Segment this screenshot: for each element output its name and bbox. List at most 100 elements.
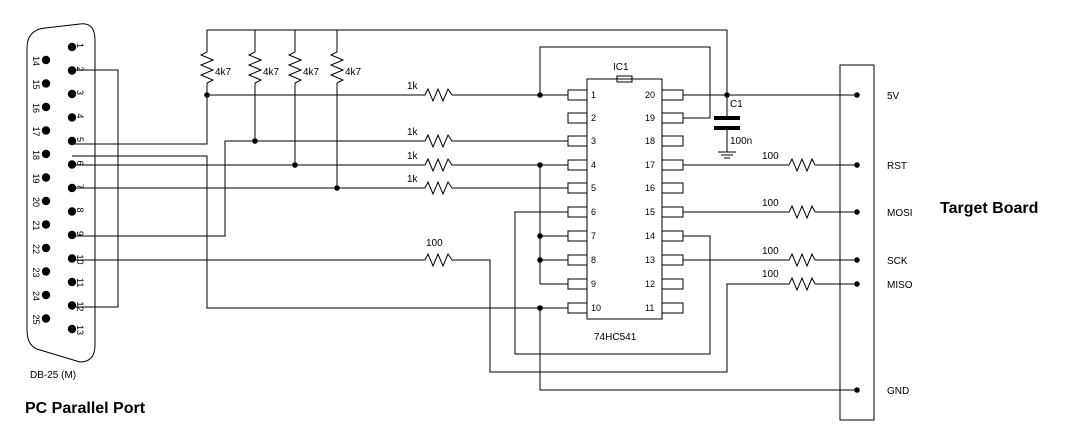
- ic-notch: [616, 75, 633, 83]
- db25-pin-number: 23: [31, 268, 41, 278]
- db25-pin: [67, 89, 77, 99]
- target-signal-label: GND: [887, 386, 909, 397]
- ic-pin-number: 2: [591, 113, 596, 123]
- db25-pin: [41, 267, 51, 276]
- ic-pin: [567, 89, 588, 101]
- ic-pin: [567, 302, 588, 314]
- ic-pin-number: 13: [645, 255, 655, 265]
- ic-pin: [661, 135, 684, 147]
- resistor-label: 100: [762, 269, 779, 280]
- db25-pin-number: 15: [31, 80, 41, 90]
- pullup-resistor: [329, 45, 345, 85]
- db25-pin: [67, 277, 77, 287]
- junction-dot: [854, 257, 860, 263]
- resistor-100: [785, 276, 816, 292]
- target-signal-label: MOSI: [887, 208, 913, 219]
- ic-pin: [567, 254, 588, 266]
- pullup-resistor: [287, 45, 303, 85]
- resistor-100: [785, 252, 816, 268]
- db25-pin: [41, 55, 51, 65]
- resistor-1k: [420, 133, 455, 149]
- junction-dot: [204, 92, 210, 98]
- target-signal-label: RST: [887, 161, 907, 172]
- db25-pin-number: 21: [31, 221, 41, 231]
- db25-pin-number: 17: [31, 127, 41, 137]
- ic-pin: [567, 278, 588, 290]
- junction-dot: [537, 257, 543, 263]
- db25-pin: [67, 301, 77, 310]
- ic-pin: [661, 159, 684, 171]
- resistor-label: 1k: [407, 174, 419, 185]
- db25-pin-number: 4: [75, 114, 85, 119]
- resistor-label: 100: [426, 238, 443, 249]
- db25-pin-number: 22: [31, 244, 41, 254]
- resistor-100: [785, 157, 816, 173]
- resistor-label: 100: [762, 151, 779, 162]
- target-board-title: Target Board: [940, 200, 1038, 217]
- pullup-value: 4k7: [345, 67, 362, 78]
- db25-pin-number: 8: [75, 208, 85, 213]
- junction-dot: [537, 305, 543, 311]
- ic-pin: [567, 159, 588, 171]
- resistor-label: 1k: [407, 127, 419, 138]
- pullup-value: 4k7: [263, 67, 280, 78]
- db25-pin-number: 9: [75, 231, 85, 236]
- resistor-label: 100: [762, 246, 779, 257]
- resistor-1k: [420, 87, 455, 103]
- junction-dot: [724, 92, 730, 98]
- db25-pin-number: 18: [31, 150, 41, 160]
- db25-pin: [41, 79, 51, 88]
- target-header: [839, 64, 875, 421]
- db25-pin: [41, 220, 51, 229]
- ic-body: [586, 78, 663, 320]
- ic-pin-number: 16: [645, 183, 655, 193]
- ic-pin: [661, 302, 684, 314]
- junction-dot: [854, 162, 860, 168]
- resistor-1k: [420, 157, 455, 173]
- ic-pin-number: 20: [645, 90, 655, 100]
- junction-dot: [537, 92, 543, 98]
- db25-pin: [41, 126, 51, 135]
- junction-dot: [537, 162, 543, 168]
- db25-pin: [41, 149, 51, 159]
- ic-pin-number: 10: [591, 303, 601, 313]
- ic-pin: [567, 206, 588, 218]
- db25-pin-number: 6: [75, 161, 85, 166]
- db25-pin-number: 5: [75, 137, 85, 142]
- db25-pin: [67, 230, 77, 240]
- pullup-resistors: 4k7 4k7 4k7 4k7: [199, 45, 362, 85]
- ic-pin-number: 7: [591, 231, 596, 241]
- db25-pin-number: 1: [75, 43, 85, 48]
- ic-pin: [567, 230, 588, 242]
- db25-pin: [67, 113, 77, 122]
- junction-dot: [854, 281, 860, 287]
- junction-dot: [854, 92, 860, 98]
- ic-pin: [567, 112, 588, 124]
- ic-pin: [661, 206, 684, 218]
- ic-pin-number: 5: [591, 183, 596, 193]
- resistor-1k: [420, 180, 455, 196]
- ic-pin: [661, 89, 684, 101]
- ic-pin-number: 1: [591, 90, 596, 100]
- db25-pin: [41, 196, 51, 206]
- ic-pin: [661, 278, 684, 290]
- db25-pin-number: 20: [31, 197, 41, 207]
- parallel-port-title: PC Parallel Port: [25, 400, 146, 417]
- ic-pin-number: 19: [645, 113, 655, 123]
- target-signal-label: SCK: [887, 256, 908, 267]
- pullup-value: 4k7: [215, 67, 232, 78]
- junction-dot: [854, 209, 860, 215]
- pullup-resistor: [199, 45, 215, 85]
- ic-pin-number: 17: [645, 160, 655, 170]
- ic-pin: [661, 112, 684, 124]
- db25-pin-number: 16: [31, 103, 41, 113]
- resistor-label: 1k: [407, 151, 419, 162]
- db25-pin-number: 14: [31, 56, 41, 66]
- resistor-100: [785, 204, 816, 220]
- db25-pin: [67, 254, 77, 263]
- ic-pin-number: 14: [645, 231, 655, 241]
